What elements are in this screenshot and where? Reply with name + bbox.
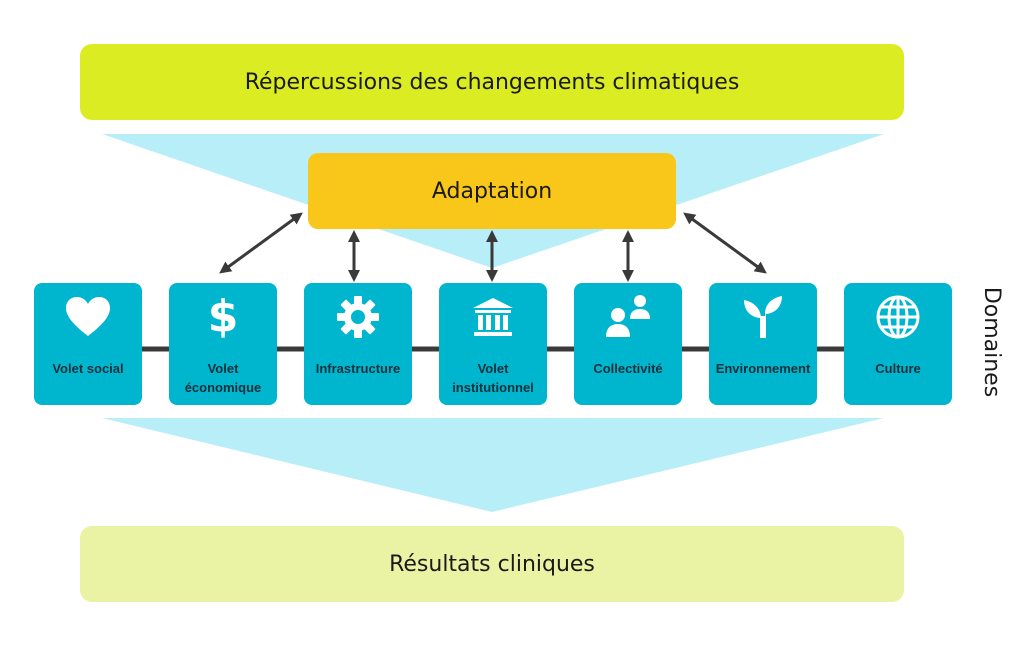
domain-label: Volet social <box>52 361 124 376</box>
gear-icon <box>304 295 412 339</box>
clinical-results-band: Résultats cliniques <box>80 526 904 602</box>
domain-volet-economique: $ Volet économique <box>169 283 277 405</box>
climate-impacts-label: Répercussions des changements climatique… <box>244 69 740 95</box>
globe-icon <box>844 295 952 339</box>
domain-label: Culture <box>875 361 921 376</box>
domain-infrastructure: Infrastructure <box>304 283 412 405</box>
clinical-results-label: Résultats cliniques <box>389 551 595 577</box>
domain-volet-institutionnel: Volet institutionnel <box>439 283 547 405</box>
heart-icon <box>34 295 142 339</box>
domain-label: Infrastructure <box>315 361 401 376</box>
domain-culture: Culture <box>844 283 952 405</box>
lower-funnel <box>102 418 884 512</box>
adaptation-box: Adaptation <box>308 153 676 229</box>
dollar-icon: $ <box>207 291 239 342</box>
climate-impacts-band: Répercussions des changements climatique… <box>80 44 904 120</box>
domain-label: Volet économique <box>184 361 262 395</box>
domain-environnement: Environnement <box>709 283 817 405</box>
adaptation-label: Adaptation <box>431 178 553 204</box>
domain-collectivite: Collectivité <box>574 283 682 405</box>
domain-label: Volet institutionnel <box>452 361 534 395</box>
arrow-environnement <box>683 212 767 274</box>
domains-side-label: Domaines <box>979 286 1005 398</box>
arrow-economique <box>219 212 303 274</box>
domain-volet-social: Volet social <box>34 283 142 405</box>
domain-label: Collectivité <box>593 361 663 376</box>
institution-icon <box>439 295 547 339</box>
people-icon <box>574 295 682 339</box>
domain-label: Environnement <box>715 361 811 376</box>
sprout-icon <box>709 295 817 339</box>
